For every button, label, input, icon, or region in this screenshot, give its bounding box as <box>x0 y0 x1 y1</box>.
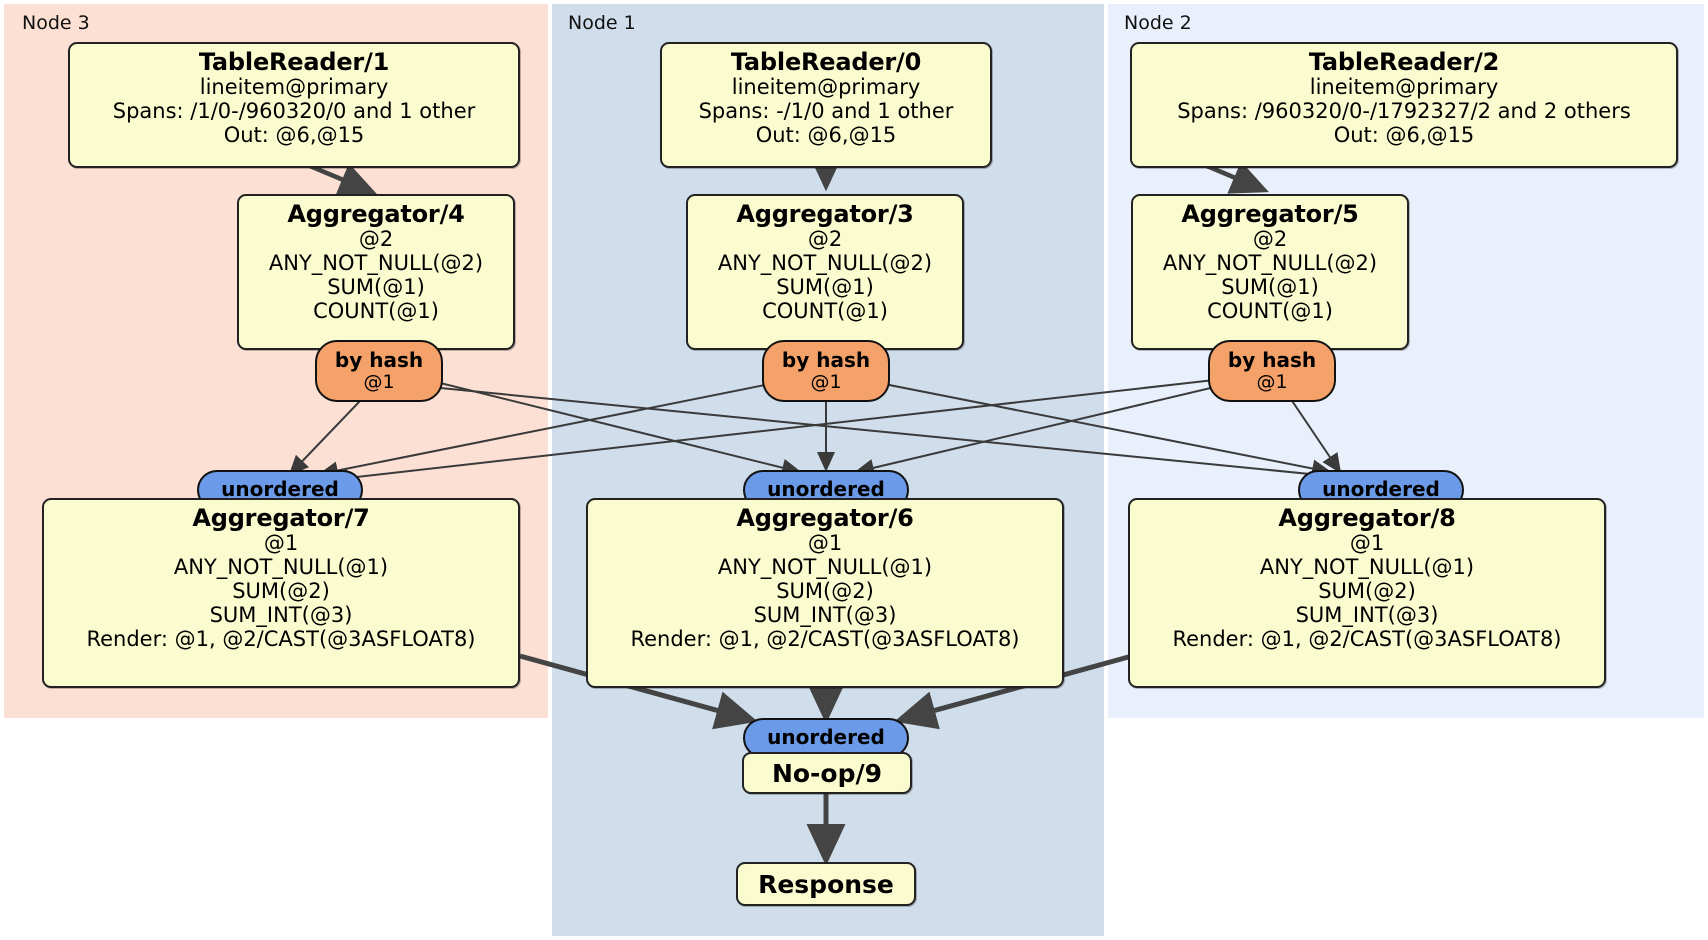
processor-response[interactable]: Response <box>736 862 916 906</box>
processor-detail-out: Out: @6,@15 <box>755 123 897 148</box>
processor-detail-out: Out: @6,@15 <box>1333 123 1475 148</box>
processor-detail-agg1: ANY_NOT_NULL(@2) <box>717 251 933 276</box>
processor-detail-render: Render: @1, @2/CAST(@3ASFLOAT8) <box>630 627 1020 652</box>
processor-detail-agg1: ANY_NOT_NULL(@1) <box>717 555 933 580</box>
edge-hashM-unordL <box>318 379 791 480</box>
hash-router-column: @1 <box>810 370 842 393</box>
hash-router-label: by hash <box>781 347 871 372</box>
processor-detail-agg3: COUNT(@1) <box>313 299 439 324</box>
processor-title: No-op/9 <box>771 758 883 788</box>
edge-hash-to-unordered-group <box>288 377 1342 487</box>
processor-detail-agg2: SUM(@1) <box>327 275 425 300</box>
processor-detail-out: Out: @6,@15 <box>223 123 365 148</box>
processor-aggregator-4[interactable]: Aggregator/4 @2 ANY_NOT_NULL(@2) SUM(@1)… <box>237 194 515 350</box>
hash-router-column: @1 <box>1256 370 1288 393</box>
processor-aggregator-6[interactable]: Aggregator/6 @1 ANY_NOT_NULL(@1) SUM(@2)… <box>586 498 1064 688</box>
processor-detail-agg3: SUM_INT(@3) <box>209 603 353 628</box>
processor-detail-agg2: SUM(@2) <box>776 579 874 604</box>
edge-tr2-agg5 <box>1206 161 1269 194</box>
unordered-label: unordered <box>767 725 885 750</box>
edge-agg7-final <box>519 653 758 730</box>
processor-detail-index: lineitem@primary <box>199 75 389 100</box>
processor-detail-index: lineitem@primary <box>1309 75 1499 100</box>
edge-agg8-final <box>894 653 1133 730</box>
processor-detail-agg1: ANY_NOT_NULL(@2) <box>268 251 484 276</box>
processor-detail-agg1: ANY_NOT_NULL(@2) <box>1162 251 1378 276</box>
processor-detail-index: lineitem@primary <box>731 75 921 100</box>
processor-detail-groupcol: @1 <box>1349 531 1385 556</box>
edge-hashR-unordL <box>328 377 1233 487</box>
processor-detail-agg3: COUNT(@1) <box>1207 299 1333 324</box>
processor-detail-groupcol: @2 <box>358 227 394 252</box>
processor-detail-agg2: SUM(@2) <box>232 579 330 604</box>
processor-table-reader-1[interactable]: TableReader/1 lineitem@primary Spans: /1… <box>68 42 520 168</box>
processor-detail-agg2: SUM(@1) <box>776 275 874 300</box>
edge-hashM-unordR <box>863 379 1332 478</box>
hash-router-column: @1 <box>363 370 395 393</box>
processor-detail-agg1: ANY_NOT_NULL(@1) <box>173 555 389 580</box>
hash-router-label: by hash <box>334 347 424 372</box>
hash-router-mid[interactable]: by hash @1 <box>762 340 890 402</box>
processor-detail-agg1: ANY_NOT_NULL(@1) <box>1259 555 1475 580</box>
processor-detail-spans: Spans: -/1/0 and 1 other <box>698 99 954 124</box>
processor-aggregator-3[interactable]: Aggregator/3 @2 ANY_NOT_NULL(@2) SUM(@1)… <box>686 194 964 350</box>
processor-title: Aggregator/8 <box>1278 504 1456 532</box>
processor-title: Aggregator/6 <box>736 504 914 532</box>
processor-detail-render: Render: @1, @2/CAST(@3ASFLOAT8) <box>86 627 476 652</box>
processor-detail-groupcol: @2 <box>807 227 843 252</box>
processor-title: Aggregator/3 <box>736 200 914 228</box>
processor-title: Response <box>758 869 894 899</box>
processor-detail-spans: Spans: /960320/0-/1792327/2 and 2 others <box>1177 99 1631 124</box>
processor-detail-agg3: SUM_INT(@3) <box>1295 603 1439 628</box>
edge-hashL-unordM <box>419 377 802 477</box>
processor-table-reader-2[interactable]: TableReader/2 lineitem@primary Spans: /9… <box>1130 42 1678 168</box>
processor-detail-agg2: SUM(@2) <box>1318 579 1416 604</box>
processor-detail-spans: Spans: /1/0-/960320/0 and 1 other <box>112 99 476 124</box>
processor-title: TableReader/2 <box>1308 48 1500 76</box>
edge-tr1-agg4 <box>309 163 377 196</box>
edge-tablereader-to-aggregator-group <box>309 153 1269 196</box>
processor-title: TableReader/0 <box>730 48 922 76</box>
edge-hashR-unordM <box>854 381 1237 477</box>
hash-router-label: by hash <box>1227 347 1317 372</box>
unordered-label: unordered <box>767 477 885 502</box>
processor-noop-9[interactable]: No-op/9 <box>742 752 912 794</box>
processor-title: TableReader/1 <box>198 48 390 76</box>
node-label-node3: Node 3 <box>22 12 90 34</box>
processor-aggregator-5[interactable]: Aggregator/5 @2 ANY_NOT_NULL(@2) SUM(@1)… <box>1131 194 1409 350</box>
node-label-node1: Node 1 <box>568 12 636 34</box>
processor-aggregator-8[interactable]: Aggregator/8 @1 ANY_NOT_NULL(@1) SUM(@2)… <box>1128 498 1606 688</box>
processor-aggregator-7[interactable]: Aggregator/7 @1 ANY_NOT_NULL(@1) SUM(@2)… <box>42 498 520 688</box>
processor-detail-groupcol: @1 <box>263 531 299 556</box>
processor-detail-agg3: SUM_INT(@3) <box>753 603 897 628</box>
hash-router-right[interactable]: by hash @1 <box>1208 340 1336 402</box>
processor-table-reader-0[interactable]: TableReader/0 lineitem@primary Spans: -/… <box>660 42 992 168</box>
edge-aggregator-to-final-group <box>519 653 1133 730</box>
processor-detail-groupcol: @1 <box>807 531 843 556</box>
processor-detail-render: Render: @1, @2/CAST(@3ASFLOAT8) <box>1172 627 1562 652</box>
unordered-label: unordered <box>221 477 339 502</box>
hash-router-left[interactable]: by hash @1 <box>315 340 443 402</box>
processor-detail-agg2: SUM(@1) <box>1221 275 1319 300</box>
node-label-node2: Node 2 <box>1124 12 1192 34</box>
processor-detail-groupcol: @2 <box>1252 227 1288 252</box>
processor-title: Aggregator/4 <box>287 200 465 228</box>
processor-title: Aggregator/7 <box>192 504 370 532</box>
processor-detail-agg3: COUNT(@1) <box>762 299 888 324</box>
unordered-label: unordered <box>1322 477 1440 502</box>
edge-hashL-unordR <box>419 385 1332 484</box>
processor-title: Aggregator/5 <box>1181 200 1359 228</box>
